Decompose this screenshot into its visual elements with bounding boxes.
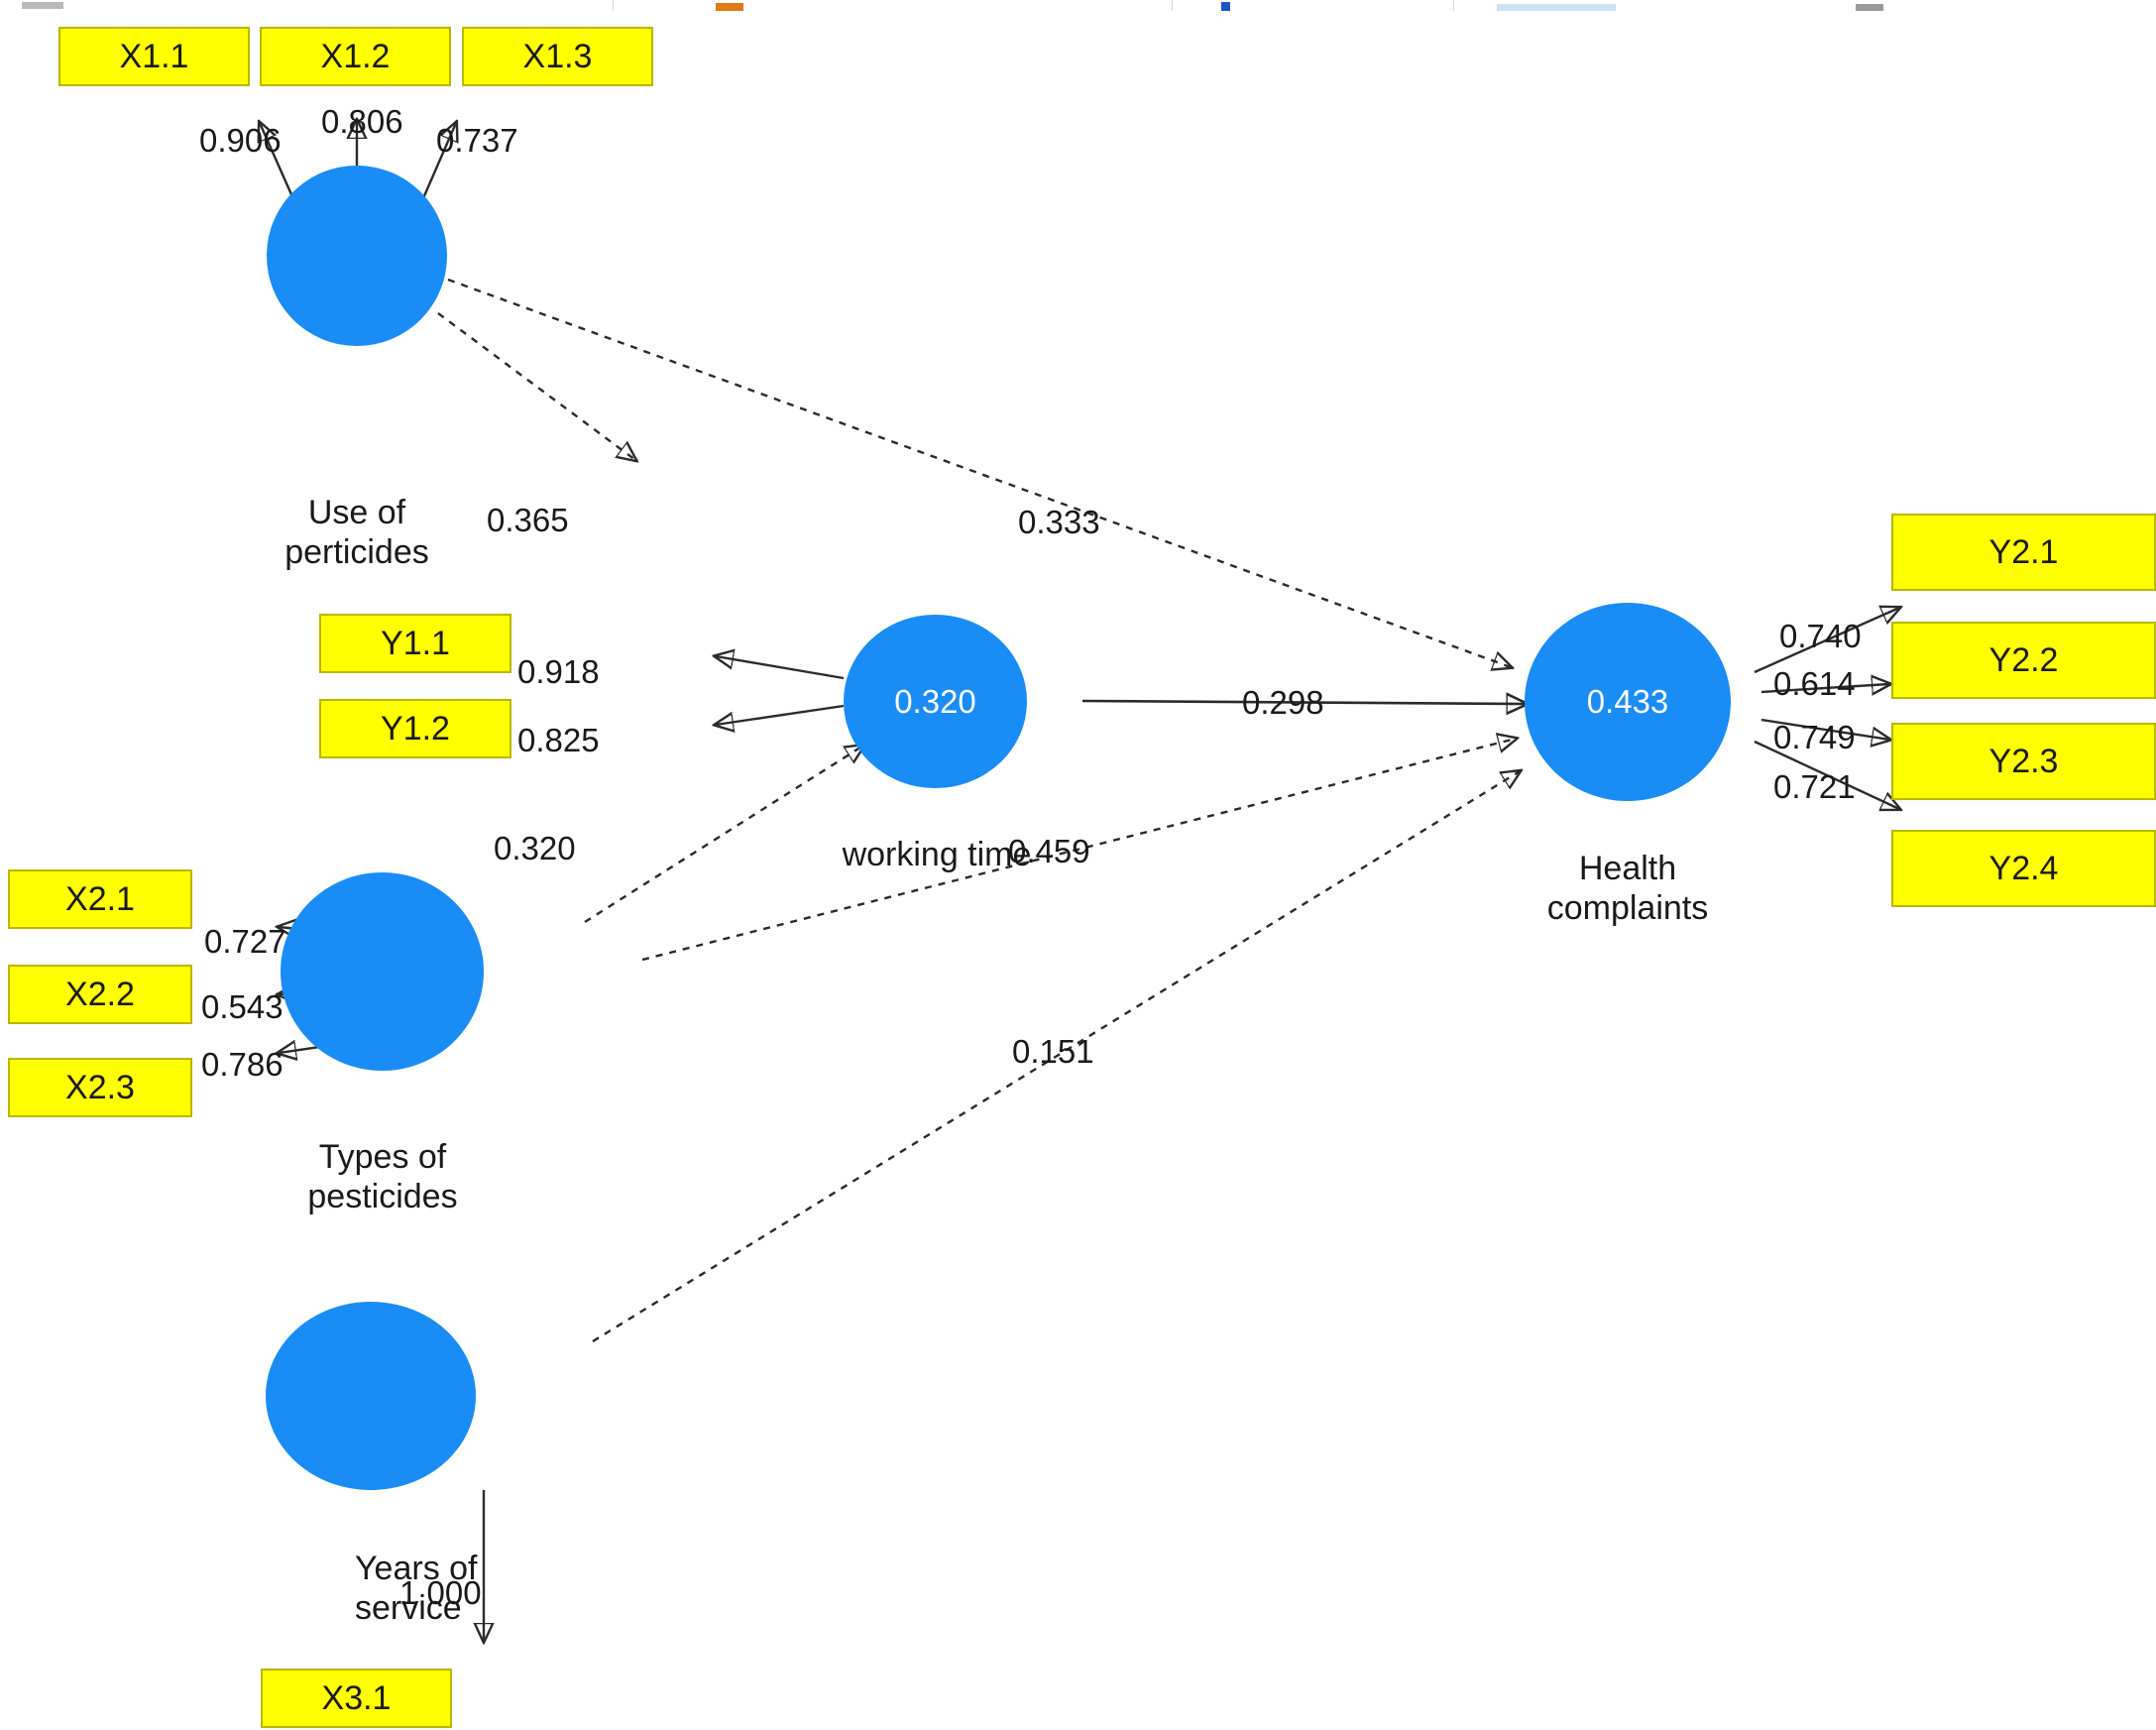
construct-label-types-of-pesticides: Types of pesticides: [307, 1138, 458, 1216]
path-label-years-to-health: 0.151: [1012, 1033, 1094, 1070]
loading-label-x1-2: 0.806: [321, 103, 403, 140]
toolbar-sliver: [0, 0, 2156, 11]
edge-health-y2-2: [1760, 684, 1889, 692]
loading-label-x2-3: 0.786: [201, 1046, 284, 1083]
path-label-use-to-working-time: 0.365: [487, 502, 569, 538]
indicator-box-x1-3[interactable]: X1.3: [462, 27, 653, 86]
loading-label-y1-1: 0.918: [517, 653, 600, 690]
edge-working-time-y1-2: [716, 704, 845, 725]
indicator-box-x2-3[interactable]: X2.3: [8, 1058, 192, 1117]
loading-label-x1-1: 0.906: [199, 122, 282, 159]
edge-types-to-health: [641, 739, 1516, 962]
construct-label-working-time: working time: [842, 836, 1032, 873]
construct-label-use-of-pesticides: Use of perticides: [284, 494, 429, 572]
path-label-types-to-health: 0.459: [1008, 833, 1090, 869]
indicator-box-x1-2[interactable]: X1.2: [260, 27, 451, 86]
loading-label-y2-3: 0.749: [1773, 719, 1856, 755]
indicator-box-x3-1[interactable]: X3.1: [261, 1669, 452, 1728]
indicator-box-x1-1[interactable]: X1.1: [58, 27, 250, 86]
chart-tool-icon: [1856, 4, 1883, 11]
edge-health-y2-3: [1760, 718, 1889, 740]
construct-label-years-of-service: Years of service: [355, 1550, 478, 1628]
path-label-use-to-health: 0.333: [1018, 504, 1100, 540]
edge-years-to-health: [592, 771, 1520, 1343]
indicator-box-y2-3[interactable]: Y2.3: [1891, 723, 2156, 800]
indicator-box-y2-4[interactable]: Y2.4: [1891, 830, 2156, 907]
indicator-box-y1-1[interactable]: Y1.1: [319, 614, 511, 673]
orange-tool-icon: [716, 3, 743, 11]
path-label-working-time-to-health: 0.298: [1242, 684, 1324, 721]
loading-label-y2-4: 0.721: [1773, 768, 1856, 805]
edge-health-y2-4: [1754, 740, 1899, 809]
loading-label-y2-2: 0.614: [1773, 665, 1856, 702]
loading-label-y1-2: 0.825: [517, 722, 600, 758]
toolbar-divider: [1453, 0, 1454, 11]
toolbar-divider: [613, 0, 614, 11]
path-label-types-to-working-time: 0.320: [494, 830, 576, 866]
latent-use-of-pesticides[interactable]: [267, 166, 447, 346]
latent-years-of-service[interactable]: [266, 1302, 476, 1490]
edge-use-to-health: [447, 278, 1511, 667]
loading-label-x2-1: 0.727: [204, 923, 286, 960]
construct-label-health-complaints: Health complaints: [1546, 850, 1709, 928]
indicator-box-y1-2[interactable]: Y1.2: [319, 699, 511, 758]
indicator-box-y2-1[interactable]: Y2.1: [1891, 514, 2156, 591]
edge-types-to-working-time: [584, 746, 863, 924]
input-box-fragment: [1497, 4, 1616, 11]
loading-label-x1-3: 0.737: [436, 122, 518, 159]
latent-health-complaints[interactable]: 0.433: [1525, 603, 1731, 801]
latent-working-time[interactable]: 0.320: [844, 615, 1027, 788]
indicator-box-y2-2[interactable]: Y2.2: [1891, 622, 2156, 699]
loading-label-x3-1: 1.000: [399, 1574, 482, 1611]
indicator-box-x2-2[interactable]: X2.2: [8, 965, 192, 1024]
edge-health-y2-1: [1754, 608, 1899, 674]
loading-label-y2-1: 0.740: [1779, 618, 1862, 654]
edge-use-to-working-time: [437, 312, 635, 460]
loading-label-x2-2: 0.543: [201, 988, 284, 1025]
blue-tool-icon: [1221, 2, 1230, 11]
edge-working-time-y1-1: [716, 656, 845, 680]
latent-types-of-pesticides[interactable]: [281, 872, 484, 1071]
toolbar-divider: [1172, 0, 1173, 11]
toolbar-text-fragment: [22, 2, 63, 9]
indicator-box-x2-1[interactable]: X2.1: [8, 869, 192, 929]
edge-working-time-to-health: [1081, 701, 1526, 704]
